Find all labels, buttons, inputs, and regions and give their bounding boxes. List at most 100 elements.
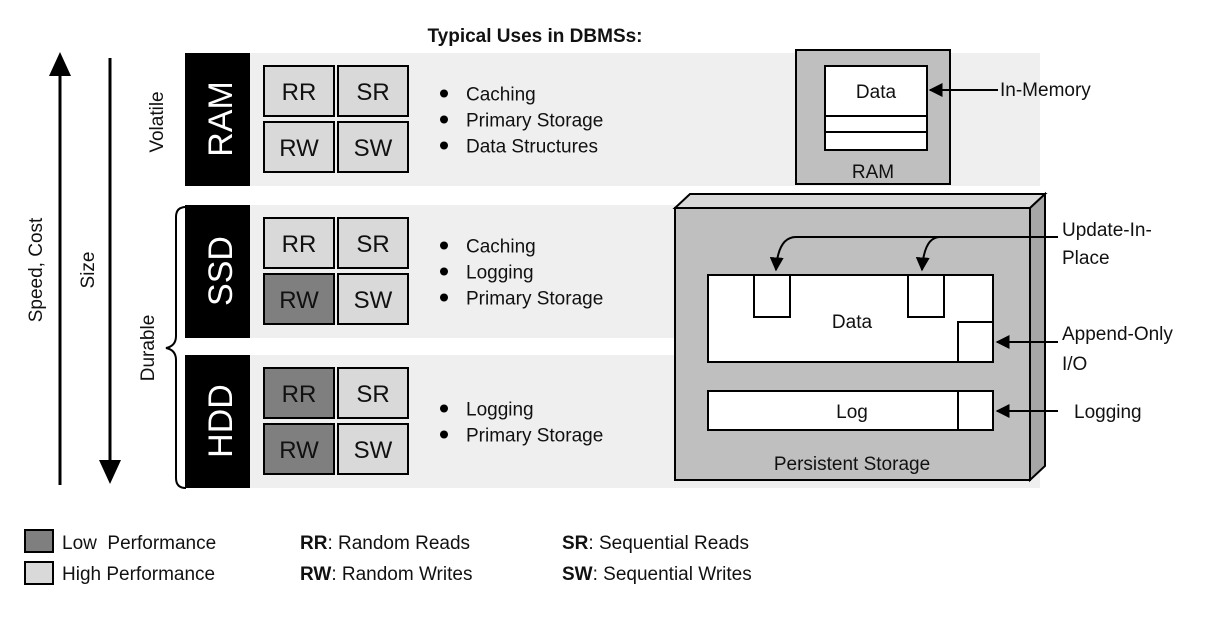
legend-rw: RW: Random Writes [300,564,472,585]
diagram-title: Typical Uses in DBMSs: [427,26,642,47]
legend-sr-text: : Sequential Reads [588,533,749,554]
hdd-use-bullet [440,430,448,439]
legend-rr-key: RR [300,533,328,554]
legend-sw: SW: Sequential Writes [562,564,752,585]
ssd-op-rw-box [263,273,335,325]
legend-rw-text: : Random Writes [331,564,472,585]
persistent-storage-caption: Persistent Storage [774,454,930,475]
ram-op-rr-box [263,65,335,117]
ssd-op-rr-box [263,217,335,269]
durable-label: Durable [138,315,159,382]
ram-op-rw-label: RW [279,135,319,162]
tier-hdd-label: HDD [202,384,240,458]
hdd-op-rw-box [263,423,335,475]
hdd-op-sw-label: SW [354,437,393,464]
hdd-use-bullet [440,404,448,413]
legend-rr-text: : Random Reads [327,533,470,554]
update-in-place-label-1: Update-In- [1062,220,1152,241]
legend-sw-key: SW [562,564,593,585]
ssd-op-sw: SW [337,273,409,325]
ssd-use-item: Logging [466,263,534,284]
ram-op-sr-box [337,65,409,117]
ssd-op-rr: RR [263,217,335,269]
ram-use-item: Caching [466,85,536,106]
ram-use-item: Primary Storage [466,111,603,132]
append-only-label-2: I/O [1062,354,1087,375]
ram-box-caption: RAM [852,162,894,183]
ssd-use-bullet [440,293,448,302]
legend-sr-key: SR [562,533,589,554]
legend-low-label: Low Performance [62,533,216,554]
ssd-op-sr-box [337,217,409,269]
append-only-label-1: Append-Only [1062,324,1173,345]
persistent-storage-box: Data Log Persistent Storage [672,191,1048,483]
hdd-op-sr-box [337,367,409,419]
ram-op-sr-label: SR [356,79,389,106]
persistent-data-label: Data [832,312,873,333]
tier-ssd: SSD [185,205,250,338]
ram-op-sw-label: SW [354,135,393,162]
ssd-use-item: Primary Storage [466,289,603,310]
hdd-op-sw-box [337,423,409,475]
legend-rr: RR: Random Reads [300,533,470,554]
size-axis: Size [78,58,121,484]
ssd-use-bullet [440,241,448,250]
ram-box: Data RAM [795,49,951,185]
tier-hdd: HDD [185,355,250,488]
hdd-op-sr-label: SR [356,381,389,408]
operation-boxes: RR SR RW SW RR SR RW SW RR SR RW SW [263,65,409,475]
ssd-use-bullet [440,267,448,276]
speed-cost-axis: Speed, Cost [26,52,71,485]
hdd-op-sr: SR [337,367,409,419]
ssd-op-sw-label: SW [354,287,393,314]
hdd-op-sw: SW [337,423,409,475]
update-in-place-label-2: Place [1062,248,1110,269]
ssd-op-sw-box [337,273,409,325]
legend-rw-key: RW [300,564,331,585]
ssd-op-rw: RW [263,273,335,325]
ram-op-rr: RR [263,65,335,117]
speed-cost-label: Speed, Cost [26,217,47,322]
ssd-op-sr: SR [337,217,409,269]
ram-use-bullet [440,115,448,124]
hdd-use-item: Logging [466,400,534,421]
hdd-op-rw: RW [263,423,335,475]
ram-op-rr-label: RR [282,79,317,106]
legend-sr: SR: Sequential Reads [562,533,749,554]
update-in-place-arrow-1 [769,236,1058,272]
legend-sw-text: : Sequential Writes [593,564,752,585]
legend-high-label: High Performance [62,564,215,585]
tier-ssd-label: SSD [202,236,240,306]
ssd-op-sr-label: SR [356,231,389,258]
size-label: Size [78,252,99,289]
ram-op-sw: SW [337,121,409,173]
logging-label: Logging [1074,402,1142,423]
in-memory-label: In-Memory [1000,80,1091,101]
tier-ram-label: RAM [202,81,240,157]
ssd-op-rw-label: RW [279,287,319,314]
tier-ram: RAM [185,53,250,186]
legend-high-swatch [24,561,54,585]
hdd-op-rr: RR [263,367,335,419]
ram-op-sw-box [337,121,409,173]
ram-use-bullet [440,89,448,98]
legend: Low Performance High Performance RR: Ran… [24,529,752,585]
durable-brace [165,206,187,489]
hdd-use-item: Primary Storage [466,426,603,447]
ram-use-item: Data Structures [466,137,598,158]
update-in-place-arrow-2 [915,236,1058,272]
hdd-op-rr-label: RR [282,381,317,408]
hdd-op-rr-box [263,367,335,419]
ram-box-data-label: Data [856,82,897,103]
hdd-op-rw-label: RW [279,437,319,464]
ssd-op-rr-label: RR [282,231,317,258]
ram-op-sr: SR [337,65,409,117]
persistent-log-label: Log [836,402,868,423]
legend-low-swatch [24,529,54,553]
volatile-label: Volatile [147,91,168,152]
ssd-use-item: Caching [466,237,536,258]
ram-op-rw-box [263,121,335,173]
ram-use-bullet [440,141,448,150]
